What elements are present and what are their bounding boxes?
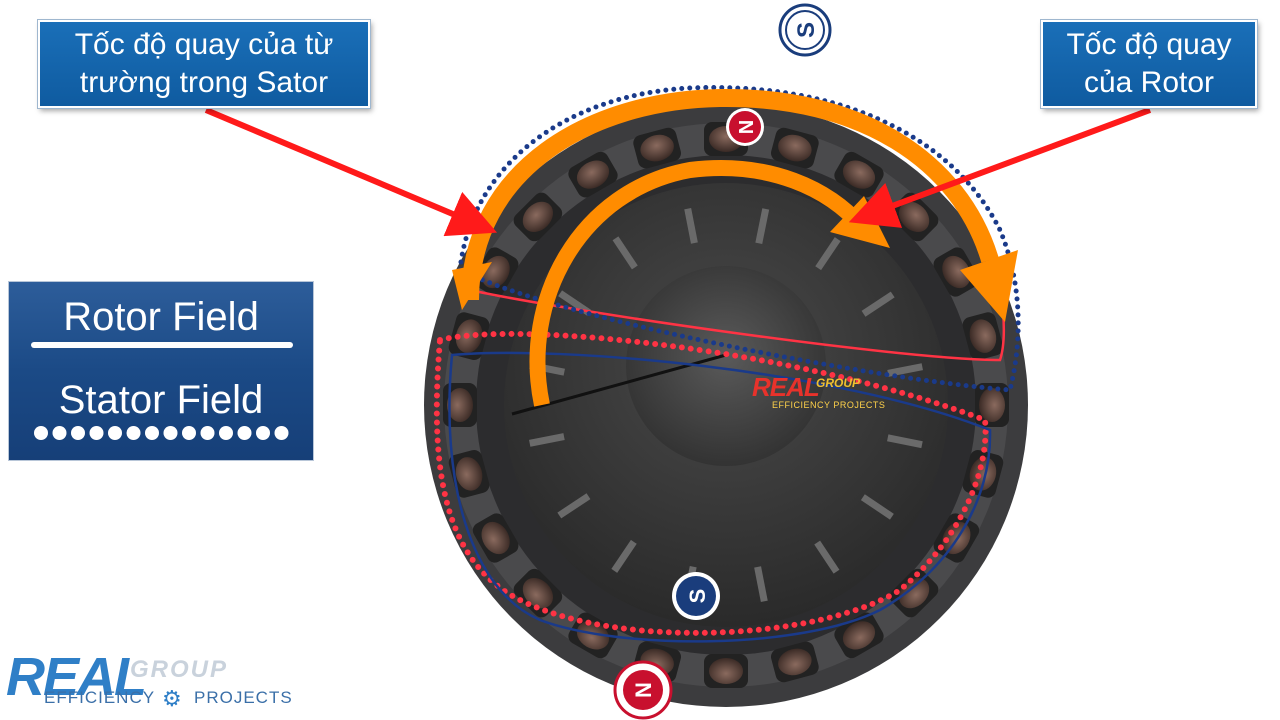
legend-dot: [256, 426, 270, 440]
pointer-arrow-right: [848, 107, 1152, 228]
legend-dot: [34, 426, 48, 440]
coil: [513, 192, 563, 242]
logo-efficiency: EFFICIENCY: [44, 688, 156, 707]
coil: [770, 641, 819, 683]
rotor-tick: [887, 434, 923, 449]
legend-dot: [52, 426, 67, 440]
brand-logo: REAL GROUP EFFICIENCY ⚙ PROJECTS: [4, 647, 292, 716]
legend-dot: [89, 426, 104, 440]
coil: [443, 383, 477, 427]
pole-bottom-outer-label: N: [631, 682, 656, 698]
rotor-tick: [860, 494, 894, 520]
rotor-tick: [611, 539, 637, 573]
coil: [633, 127, 682, 169]
rotor-tick: [529, 433, 565, 447]
rotor-hub: [626, 266, 826, 466]
legend-stator-label: Stator Field: [58, 378, 264, 422]
legend-rotor-swatch: [31, 342, 293, 348]
coil: [513, 568, 563, 618]
rotor-tick: [754, 566, 768, 602]
callout-left-line1: Tốc độ quay của từ: [74, 28, 334, 61]
rotor-tick: [814, 540, 840, 574]
gear-icon: ⚙: [162, 686, 182, 711]
pole-top-inner: N: [726, 108, 764, 146]
coil: [568, 151, 618, 198]
rotor-tick: [684, 208, 698, 244]
legend-dot: [71, 426, 85, 440]
legend-dot: [108, 426, 122, 440]
legend-dot: [182, 426, 196, 440]
rotor-tick: [612, 236, 638, 270]
logo-projects: PROJECTS: [194, 688, 293, 707]
coil: [962, 312, 1004, 361]
inner-rotation-arrow: [529, 160, 867, 407]
coil: [933, 247, 980, 297]
legend-rotor-label: Rotor Field: [63, 295, 259, 339]
pole-top-outer: S: [778, 3, 832, 57]
stator-field-lower: [448, 351, 992, 643]
stator-field-upper: [457, 85, 1021, 393]
logo-brand: REAL: [6, 647, 147, 707]
pole-top-outer-label: S: [793, 22, 820, 38]
rotor-tick: [815, 237, 841, 271]
outer-arrow-head: [960, 250, 1018, 322]
watermark-group: GROUP: [816, 376, 861, 390]
callout-right-line1: Tốc độ quay: [1066, 28, 1232, 61]
rotor-tick: [557, 493, 591, 519]
pole-bottom-inner-label: S: [685, 589, 710, 604]
rotor-field-lower: [433, 330, 989, 636]
pole-top-inner-label: N: [736, 120, 758, 134]
watermark: REAL GROUP EFFICIENCY PROJECTS: [752, 372, 885, 410]
rotor-tick: [755, 208, 770, 244]
legend-dot: [274, 426, 289, 440]
legend-dot: [237, 426, 252, 440]
legend-dot: [200, 426, 215, 440]
coil: [448, 449, 490, 498]
callout-right-line2: của Rotor: [1083, 66, 1215, 99]
callout-left-line2: trường trong Sator: [79, 66, 329, 99]
coil: [704, 654, 748, 688]
coil: [472, 513, 519, 563]
rotor-tick: [861, 291, 895, 317]
pointer-arrow-left: [204, 107, 498, 237]
watermark-tagline: EFFICIENCY PROJECTS: [772, 400, 886, 410]
legend: Rotor Field Stator Field: [8, 281, 314, 461]
outer-rotation-arrow: [461, 88, 999, 301]
pole-bottom-outer: N: [613, 660, 673, 720]
coil: [770, 127, 819, 169]
legend-dot: [163, 426, 178, 440]
legend-dot: [219, 426, 233, 440]
watermark-brand: REAL: [752, 372, 820, 402]
outer-arrow-tail: [452, 262, 492, 310]
coil: [975, 383, 1009, 427]
legend-dot: [145, 426, 159, 440]
logo-group: GROUP: [130, 656, 229, 683]
callout-rotor-speed: Tốc độ quay của Rotor: [1041, 20, 1257, 108]
legend-dot: [126, 426, 141, 440]
callout-stator-field-speed: Tốc độ quay của từ trường trong Sator: [38, 20, 370, 108]
pole-bottom-inner: S: [672, 572, 720, 620]
legend-stator-swatch: [34, 426, 289, 440]
rotor-tick: [887, 363, 923, 377]
